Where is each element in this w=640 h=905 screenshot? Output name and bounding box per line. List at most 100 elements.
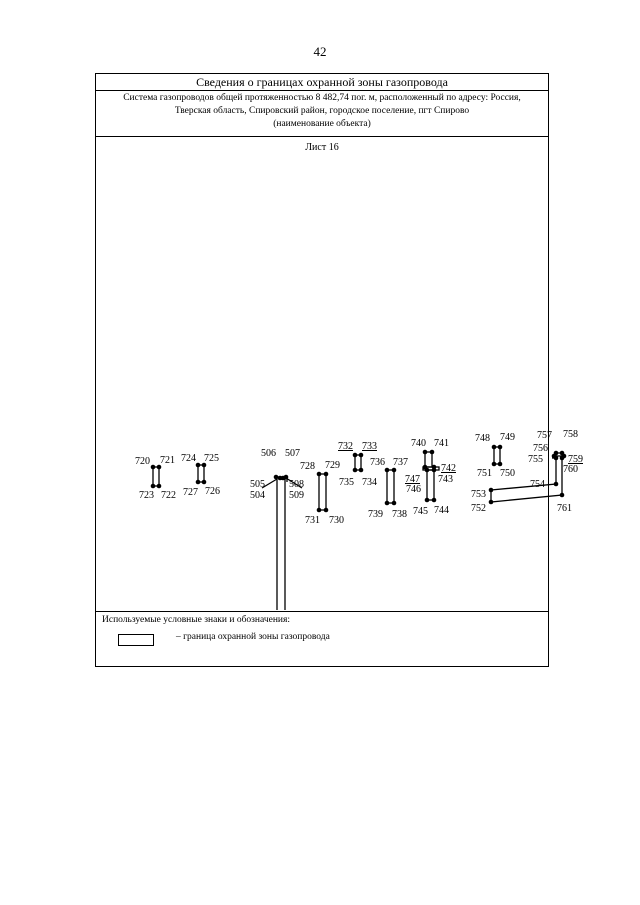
- point-735-label: 735: [339, 477, 354, 488]
- point-727-label: 727: [183, 487, 198, 498]
- point-504-label: 504: [250, 490, 265, 501]
- point-507-label: 507: [285, 448, 300, 459]
- point-732-label: 732: [338, 441, 353, 452]
- point-731-label: 731: [305, 515, 320, 526]
- point-743-marker: [431, 467, 437, 473]
- page-number: 42: [313, 44, 327, 59]
- sheet-label: Лист 16: [305, 142, 339, 153]
- point-722-label: 722: [161, 490, 176, 501]
- point-737-marker: [391, 467, 397, 473]
- legend-title: Используемые условные знаки и обозначени…: [102, 615, 291, 625]
- point-505-label: 505: [250, 479, 265, 490]
- point-758-label: 758: [563, 429, 578, 440]
- point-742-label: 742: [441, 463, 456, 474]
- point-726-label: 726: [205, 486, 220, 497]
- point-508-label: 508: [289, 479, 304, 490]
- point-728-marker: [316, 471, 322, 477]
- point-750-marker: [497, 461, 503, 467]
- point-745-label: 745: [413, 506, 428, 517]
- point-738-label: 738: [392, 509, 407, 520]
- zone-724-727: [197, 464, 205, 483]
- point-750-label: 750: [500, 468, 515, 479]
- point-731-marker: [316, 507, 322, 513]
- point-730-marker: [323, 507, 329, 513]
- point-738-marker: [391, 500, 397, 506]
- point-720-marker: [150, 464, 156, 470]
- point-724-marker: [195, 462, 201, 468]
- zone-728-731: [318, 473, 327, 511]
- point-743-label: 743: [438, 474, 453, 485]
- point-757-label: 757: [537, 430, 552, 441]
- point-728-label: 728: [300, 461, 315, 472]
- object-line-1: Система газопроводов общей протяженность…: [123, 93, 521, 103]
- point-727-marker: [195, 479, 201, 485]
- point-739-label: 739: [368, 509, 383, 520]
- zone-720-723: [152, 466, 160, 487]
- point-509-label: 509: [289, 490, 304, 501]
- point-737-label: 737: [393, 457, 408, 468]
- point-759-label: 759: [568, 454, 583, 465]
- legend-boundary-label: – граница охранной зоны газопровода: [176, 632, 330, 642]
- point-755-label: 755: [528, 454, 543, 465]
- legend: Используемые условные знаки и обозначени…: [96, 611, 548, 668]
- point-506-label: 506: [261, 448, 276, 459]
- document-title: Сведения о границах охранной зоны газопр…: [96, 74, 548, 91]
- point-747-marker: [422, 464, 428, 470]
- point-756-label: 756: [533, 443, 548, 454]
- point-751-marker: [491, 461, 497, 467]
- point-746-label: 746: [406, 484, 421, 495]
- point-725-marker: [201, 462, 207, 468]
- zone-743-746: [426, 469, 435, 501]
- point-722-marker: [156, 483, 162, 489]
- point-752-marker: [488, 499, 494, 505]
- object-description: Система газопроводов общей протяженность…: [96, 90, 548, 137]
- point-753-marker: [488, 487, 494, 493]
- zone-740-741: [424, 451, 433, 468]
- point-729-label: 729: [325, 460, 340, 471]
- point-752-label: 752: [471, 503, 486, 514]
- point-736-label: 736: [370, 457, 385, 468]
- point-734-marker: [358, 467, 364, 473]
- point-729-marker: [323, 471, 329, 477]
- point-723-marker: [150, 483, 156, 489]
- zone-732-735: [354, 454, 362, 471]
- point-732-marker: [352, 452, 358, 458]
- point-721-label: 721: [160, 455, 175, 466]
- zone-736-739: [386, 469, 395, 504]
- point-747-label: 747: [405, 474, 420, 485]
- point-760-marker: [559, 455, 565, 461]
- point-508-marker: [280, 475, 286, 481]
- point-761-marker: [559, 492, 565, 498]
- point-733-label: 733: [362, 441, 377, 452]
- object-line-2: Тверская область, Спировский район, горо…: [174, 106, 470, 116]
- point-748-label: 748: [475, 433, 490, 444]
- zone-748-751: [493, 446, 501, 465]
- object-caption: (наименование объекта): [273, 119, 371, 129]
- boundary-points: [150, 444, 567, 513]
- point-744-label: 744: [434, 505, 449, 516]
- point-757-marker: [553, 450, 559, 456]
- point-733-marker: [358, 452, 364, 458]
- point-751-label: 751: [477, 468, 492, 479]
- point-736-marker: [384, 467, 390, 473]
- point-748-marker: [491, 444, 497, 450]
- point-760-label: 760: [563, 464, 578, 475]
- point-721-marker: [156, 464, 162, 470]
- point-741-marker: [429, 449, 435, 455]
- point-756-marker: [553, 455, 559, 461]
- point-735-marker: [352, 467, 358, 473]
- point-749-label: 749: [500, 432, 515, 443]
- point-725-label: 725: [204, 453, 219, 464]
- point-labels: 720 721 722 723 724 725 726 727 506 507 …: [135, 429, 583, 526]
- document-frame: Сведения о границах охранной зоны газопр…: [95, 73, 549, 667]
- point-740-marker: [422, 449, 428, 455]
- point-739-marker: [384, 500, 390, 506]
- point-740-label: 740: [411, 438, 426, 449]
- point-720-label: 720: [135, 456, 150, 467]
- point-754-label: 754: [530, 479, 545, 490]
- point-744-marker: [431, 497, 437, 503]
- point-724-label: 724: [181, 453, 196, 464]
- point-730-label: 730: [329, 515, 344, 526]
- point-741-label: 741: [434, 438, 449, 449]
